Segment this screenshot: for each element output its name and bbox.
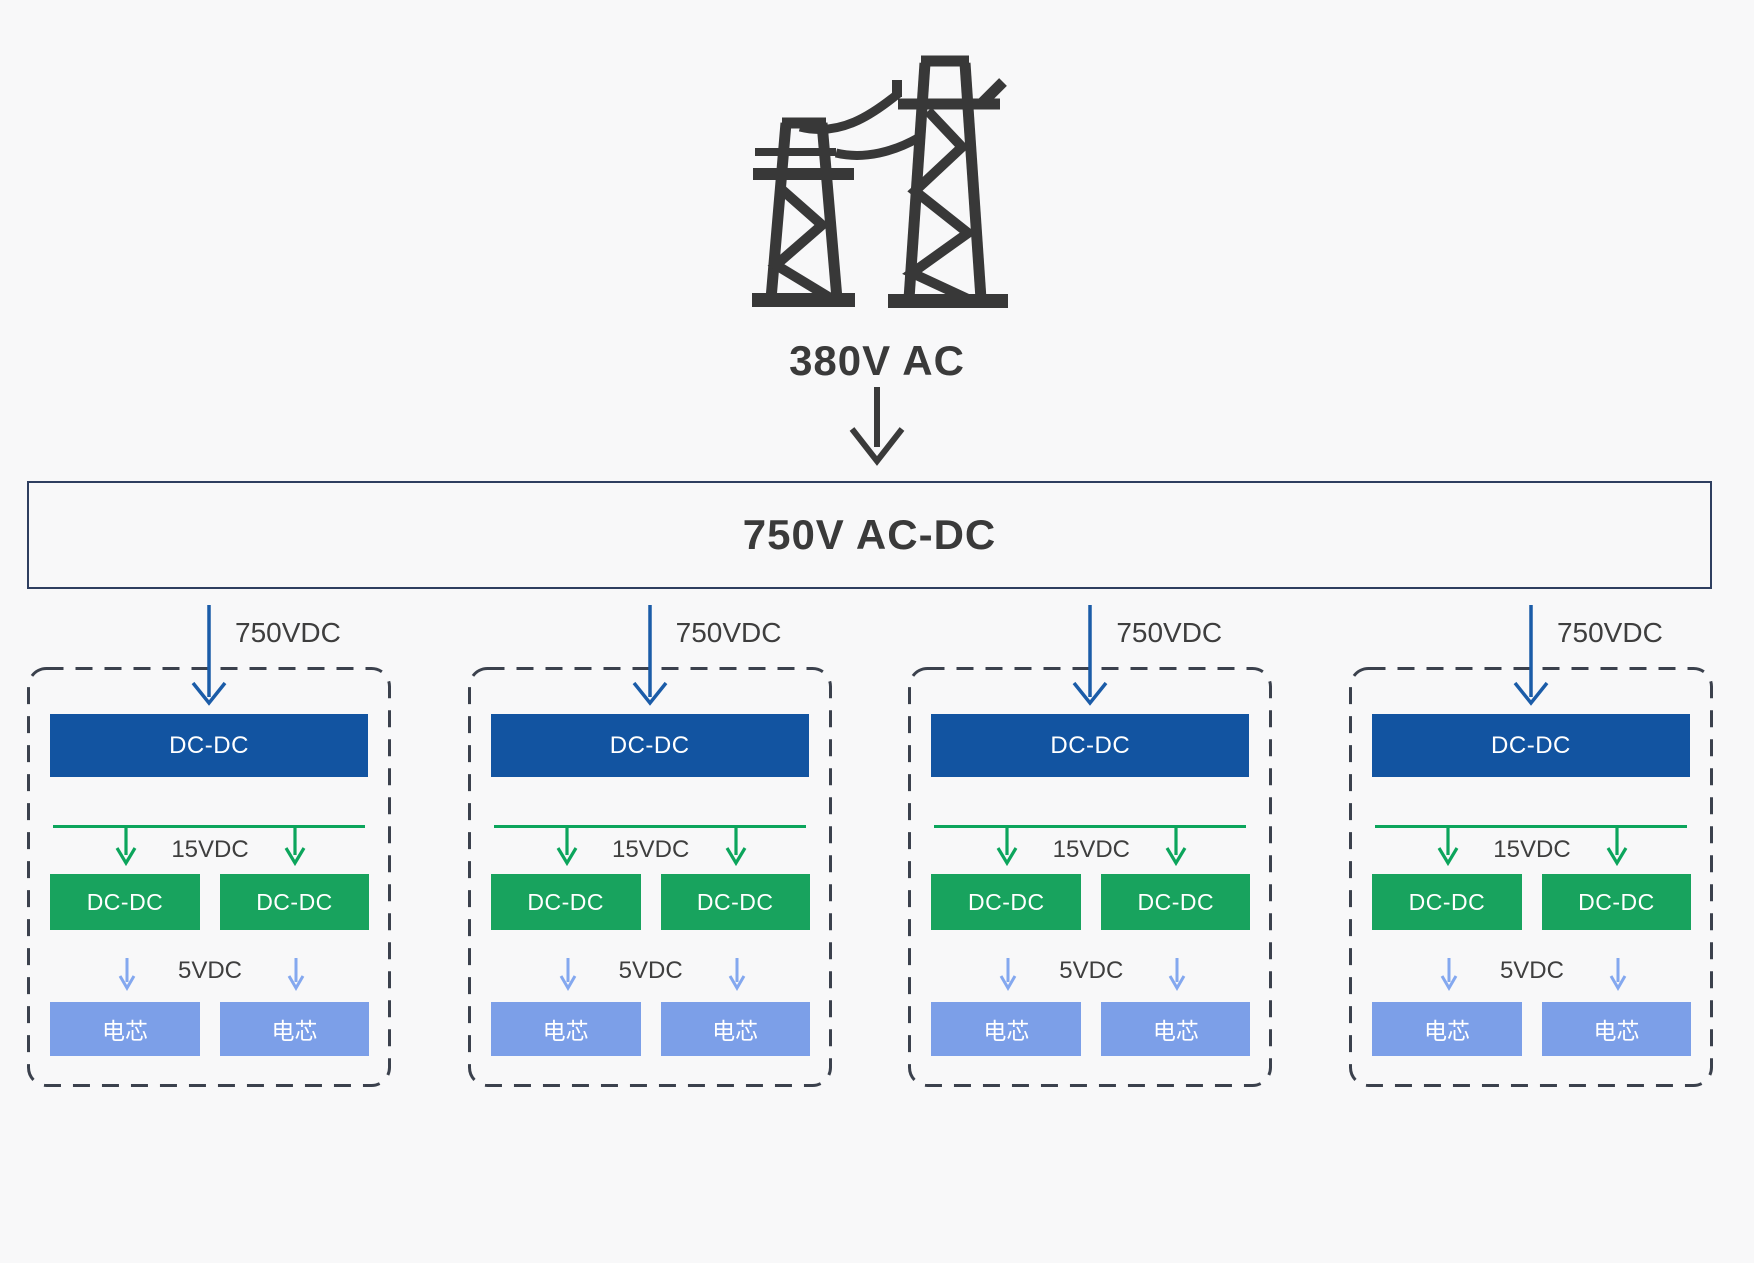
- group-dashed-border: [467, 667, 832, 1087]
- cell-arrow-icon: [118, 958, 136, 991]
- cell-arrow-icon: [287, 958, 305, 991]
- secondary-dcdc-label: DC-DC: [968, 888, 1045, 915]
- dc-input-arrow-icon: [632, 605, 668, 706]
- cell-label: 电芯: [1423, 1018, 1470, 1044]
- dc-input-voltage-label: 750VDC: [235, 617, 341, 648]
- cell-label: 电芯: [271, 1018, 318, 1044]
- bus-arrow-icon: [996, 827, 1018, 867]
- branch-group: 750VDC DC-DC 15VDC DC-DC DC-DC: [908, 605, 1273, 1087]
- branch-group: 750VDC DC-DC 15VDC DC-DC DC-DC: [1348, 605, 1713, 1087]
- mid-voltage-label: 15VDC: [1493, 836, 1571, 863]
- left-pylon: [752, 117, 855, 307]
- bus-arrow-icon: [1606, 827, 1628, 867]
- dc-input-arrow-icon: [191, 605, 227, 706]
- bus-line: [1374, 825, 1687, 828]
- bus-arrow-icon: [115, 827, 137, 867]
- cell-label: 电芯: [1152, 1018, 1199, 1044]
- cell-arrow-icon: [559, 958, 576, 991]
- primary-dcdc-box: DC-DC: [50, 714, 368, 777]
- power-lines: [798, 89, 921, 160]
- secondary-dcdc-box-left: DC-DC: [931, 874, 1082, 930]
- low-voltage-label: 5VDC: [1059, 957, 1124, 984]
- group-dashed-border: [27, 667, 391, 1087]
- dc-input-voltage-label: 750VDC: [1556, 617, 1663, 648]
- cell-box-right: 电芯: [660, 1002, 810, 1056]
- dc-input-arrow-icon: [1072, 605, 1108, 706]
- bus-arrow-icon: [1165, 827, 1187, 867]
- secondary-dcdc-box-left: DC-DC: [490, 874, 641, 930]
- secondary-dcdc-label: DC-DC: [1137, 888, 1215, 915]
- bus-arrow-icon: [725, 827, 747, 867]
- bus-arrow-icon: [284, 827, 306, 867]
- branch-groups: 750VDC DC-DC 15VDC DC-DC DC-DC: [27, 605, 1713, 1087]
- bus-arrow-icon: [556, 827, 578, 867]
- cell-label: 电芯: [102, 1018, 148, 1044]
- cell-arrow-icon: [1169, 958, 1186, 991]
- bus-arrow-icon: [1437, 827, 1459, 867]
- secondary-dcdc-label: DC-DC: [86, 888, 164, 915]
- cell-box-right: 电芯: [1541, 1002, 1691, 1056]
- cell-arrow-icon: [728, 958, 745, 991]
- branch-group: 750VDC DC-DC 15VDC DC-DC DC-DC: [27, 605, 391, 1087]
- rectifier-box: 750V AC-DC: [27, 481, 1712, 589]
- primary-dcdc-label: DC-DC: [609, 731, 690, 759]
- cell-box-right: 电芯: [220, 1002, 369, 1056]
- primary-dcdc-box: DC-DC: [931, 714, 1250, 777]
- cell-arrow-icon: [1609, 958, 1627, 991]
- secondary-dcdc-box-right: DC-DC: [660, 874, 810, 930]
- cell-box-left: 电芯: [490, 1002, 641, 1056]
- branch-group: 750VDC DC-DC 15VDC DC-DC DC-DC: [467, 605, 832, 1087]
- primary-dcdc-box: DC-DC: [490, 714, 809, 777]
- grid-to-rectifier-arrow-icon: [849, 387, 905, 466]
- secondary-dcdc-box-right: DC-DC: [1101, 874, 1251, 930]
- cell-arrow-icon: [1440, 958, 1458, 991]
- grid-voltage-label: 380V AC: [789, 337, 965, 384]
- secondary-dcdc-box-left: DC-DC: [1371, 874, 1522, 930]
- cell-label: 电芯: [983, 1018, 1030, 1044]
- rectifier-label: 750V AC-DC: [742, 511, 997, 558]
- cell-box-left: 电芯: [931, 1002, 1082, 1056]
- primary-dcdc-box: DC-DC: [1371, 714, 1690, 777]
- bus-line: [934, 825, 1247, 828]
- cell-arrow-icon: [1000, 958, 1017, 991]
- dc-input-voltage-label: 750VDC: [675, 617, 782, 648]
- low-voltage-label: 5VDC: [618, 957, 683, 984]
- low-voltage-label: 5VDC: [177, 957, 243, 984]
- mid-voltage-label: 15VDC: [1052, 836, 1130, 863]
- primary-dcdc-label: DC-DC: [169, 731, 249, 759]
- cell-box-right: 电芯: [1101, 1002, 1251, 1056]
- secondary-dcdc-box-right: DC-DC: [1541, 874, 1691, 930]
- transmission-tower-icon: [752, 55, 1008, 308]
- cell-label: 电芯: [712, 1018, 759, 1044]
- secondary-dcdc-label: DC-DC: [256, 888, 333, 915]
- bus-line: [53, 825, 365, 828]
- right-pylon: [888, 55, 1008, 308]
- cell-box-left: 电芯: [1371, 1002, 1522, 1056]
- secondary-dcdc-label: DC-DC: [1408, 888, 1486, 915]
- primary-dcdc-label: DC-DC: [1050, 731, 1131, 759]
- secondary-dcdc-label: DC-DC: [1578, 888, 1655, 915]
- cell-label: 电芯: [1593, 1018, 1640, 1044]
- secondary-dcdc-box-right: DC-DC: [220, 874, 369, 930]
- mid-voltage-label: 15VDC: [171, 836, 249, 863]
- low-voltage-label: 5VDC: [1499, 957, 1564, 984]
- cell-label: 电芯: [542, 1018, 589, 1044]
- cell-box-left: 电芯: [50, 1002, 200, 1056]
- group-dashed-border: [908, 667, 1273, 1087]
- group-dashed-border: [1348, 667, 1713, 1087]
- dc-input-arrow-icon: [1513, 605, 1549, 706]
- secondary-dcdc-box-left: DC-DC: [50, 874, 200, 930]
- secondary-dcdc-label: DC-DC: [696, 888, 774, 915]
- bus-line: [493, 825, 806, 828]
- mid-voltage-label: 15VDC: [611, 836, 690, 863]
- dc-input-voltage-label: 750VDC: [1116, 617, 1223, 648]
- primary-dcdc-label: DC-DC: [1491, 731, 1571, 759]
- secondary-dcdc-label: DC-DC: [527, 888, 604, 915]
